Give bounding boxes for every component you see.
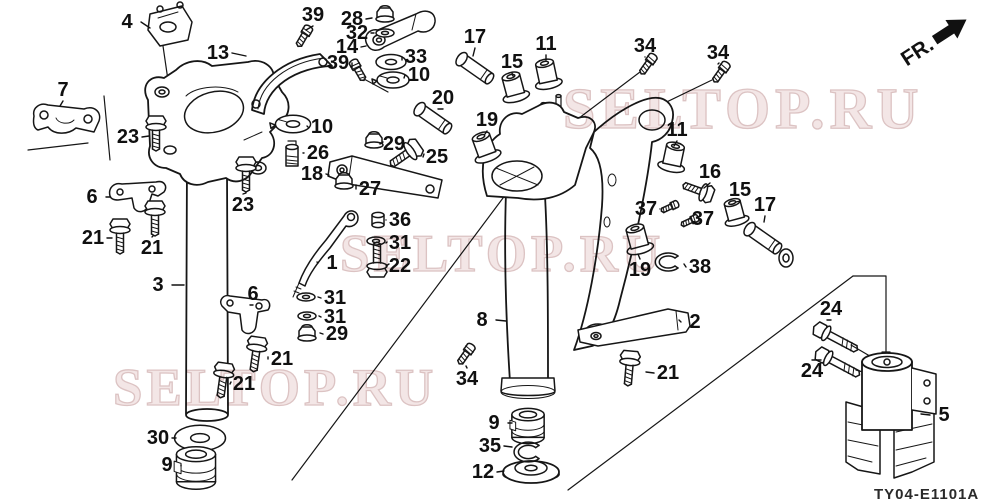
part-callout-2: 2 bbox=[689, 311, 701, 333]
drawing-code: TY04-E1101A bbox=[874, 486, 980, 500]
part-callout-39: 39 bbox=[326, 52, 350, 74]
part-callout-22: 22 bbox=[388, 255, 412, 277]
bracket-part2 bbox=[578, 309, 690, 346]
mount-assy-part5 bbox=[846, 353, 936, 478]
part-callout-35: 35 bbox=[478, 435, 502, 457]
bracket-part18 bbox=[328, 156, 442, 198]
fasteners bbox=[109, 5, 865, 491]
part-callout-21: 21 bbox=[140, 237, 164, 259]
fr-label: FR. bbox=[897, 33, 938, 71]
part-callout-36: 36 bbox=[388, 209, 412, 231]
part-callout-39: 39 bbox=[301, 4, 325, 26]
part-callout-31: 31 bbox=[323, 287, 347, 309]
part-callout-20: 20 bbox=[431, 87, 455, 109]
steering-shaft bbox=[145, 61, 288, 421]
part-callout-3: 3 bbox=[152, 274, 164, 296]
part-callout-18: 18 bbox=[300, 163, 324, 185]
part-callout-27: 27 bbox=[358, 178, 382, 200]
pivot-pin-part26 bbox=[286, 141, 298, 166]
part-callout-25: 25 bbox=[425, 146, 449, 168]
part-callout-29: 29 bbox=[382, 133, 406, 155]
part-callout-38: 38 bbox=[688, 256, 712, 278]
part-callout-6: 6 bbox=[247, 283, 259, 305]
part-callout-5: 5 bbox=[938, 404, 950, 426]
part-callout-37: 37 bbox=[691, 208, 715, 230]
part-callout-13: 13 bbox=[206, 42, 230, 64]
part-callout-9: 9 bbox=[161, 454, 173, 476]
part-callout-23: 23 bbox=[116, 126, 140, 148]
part-callout-21: 21 bbox=[270, 348, 294, 370]
part-callout-37: 37 bbox=[634, 198, 658, 220]
part-callout-7: 7 bbox=[57, 79, 69, 101]
guide-part13 bbox=[252, 54, 332, 114]
bracket-part6a bbox=[110, 182, 166, 212]
leader-lines bbox=[60, 18, 930, 472]
part-callout-24: 24 bbox=[800, 360, 824, 382]
part-callout-30: 30 bbox=[146, 427, 170, 449]
part-callout-4: 4 bbox=[121, 11, 133, 33]
part-callout-17: 17 bbox=[753, 194, 777, 216]
part-callout-28: 28 bbox=[340, 8, 364, 30]
part-callout-1: 1 bbox=[326, 252, 338, 274]
part-callout-26: 26 bbox=[306, 142, 330, 164]
part-callout-10: 10 bbox=[310, 116, 334, 138]
part-callout-32: 32 bbox=[345, 22, 369, 44]
part-callout-10: 10 bbox=[407, 64, 431, 86]
link-rod-part1 bbox=[293, 211, 358, 297]
part-callout-15: 15 bbox=[728, 179, 752, 201]
part-callout-19: 19 bbox=[628, 259, 652, 281]
fr-indicator: FR. bbox=[897, 19, 967, 71]
part-callout-11: 11 bbox=[666, 119, 688, 141]
part-callout-16: 16 bbox=[698, 161, 722, 183]
part-callout-6: 6 bbox=[86, 186, 98, 208]
part-callout-34: 34 bbox=[706, 42, 730, 64]
part-callout-14: 14 bbox=[335, 36, 359, 58]
part-callout-23: 23 bbox=[231, 194, 255, 216]
part-callout-12: 12 bbox=[471, 461, 495, 483]
part-callout-24: 24 bbox=[819, 298, 843, 320]
part-callout-11: 11 bbox=[535, 33, 557, 55]
arm-part14 bbox=[366, 11, 435, 50]
part-callout-29: 29 bbox=[325, 323, 349, 345]
part-callout-21: 21 bbox=[81, 227, 105, 249]
part-callout-31: 31 bbox=[323, 306, 347, 328]
bracket-part7 bbox=[33, 104, 99, 133]
part-callout-21: 21 bbox=[232, 373, 256, 395]
part-callout-21: 21 bbox=[656, 362, 680, 384]
part-callout-15: 15 bbox=[500, 51, 524, 73]
part-callout-8: 8 bbox=[476, 309, 488, 331]
fr-arrow-icon bbox=[931, 19, 967, 45]
part-callout-9: 9 bbox=[488, 412, 500, 434]
cap-part12 bbox=[503, 461, 559, 483]
part-callout-34: 34 bbox=[455, 368, 479, 390]
part-callout-31: 31 bbox=[388, 232, 412, 254]
part-callout-19: 19 bbox=[475, 109, 499, 131]
bracket-part6b bbox=[221, 296, 270, 334]
part-callout-33: 33 bbox=[404, 46, 428, 68]
part-callout-34: 34 bbox=[633, 35, 657, 57]
part-callout-17: 17 bbox=[463, 26, 487, 48]
clamp-part4 bbox=[148, 2, 192, 46]
